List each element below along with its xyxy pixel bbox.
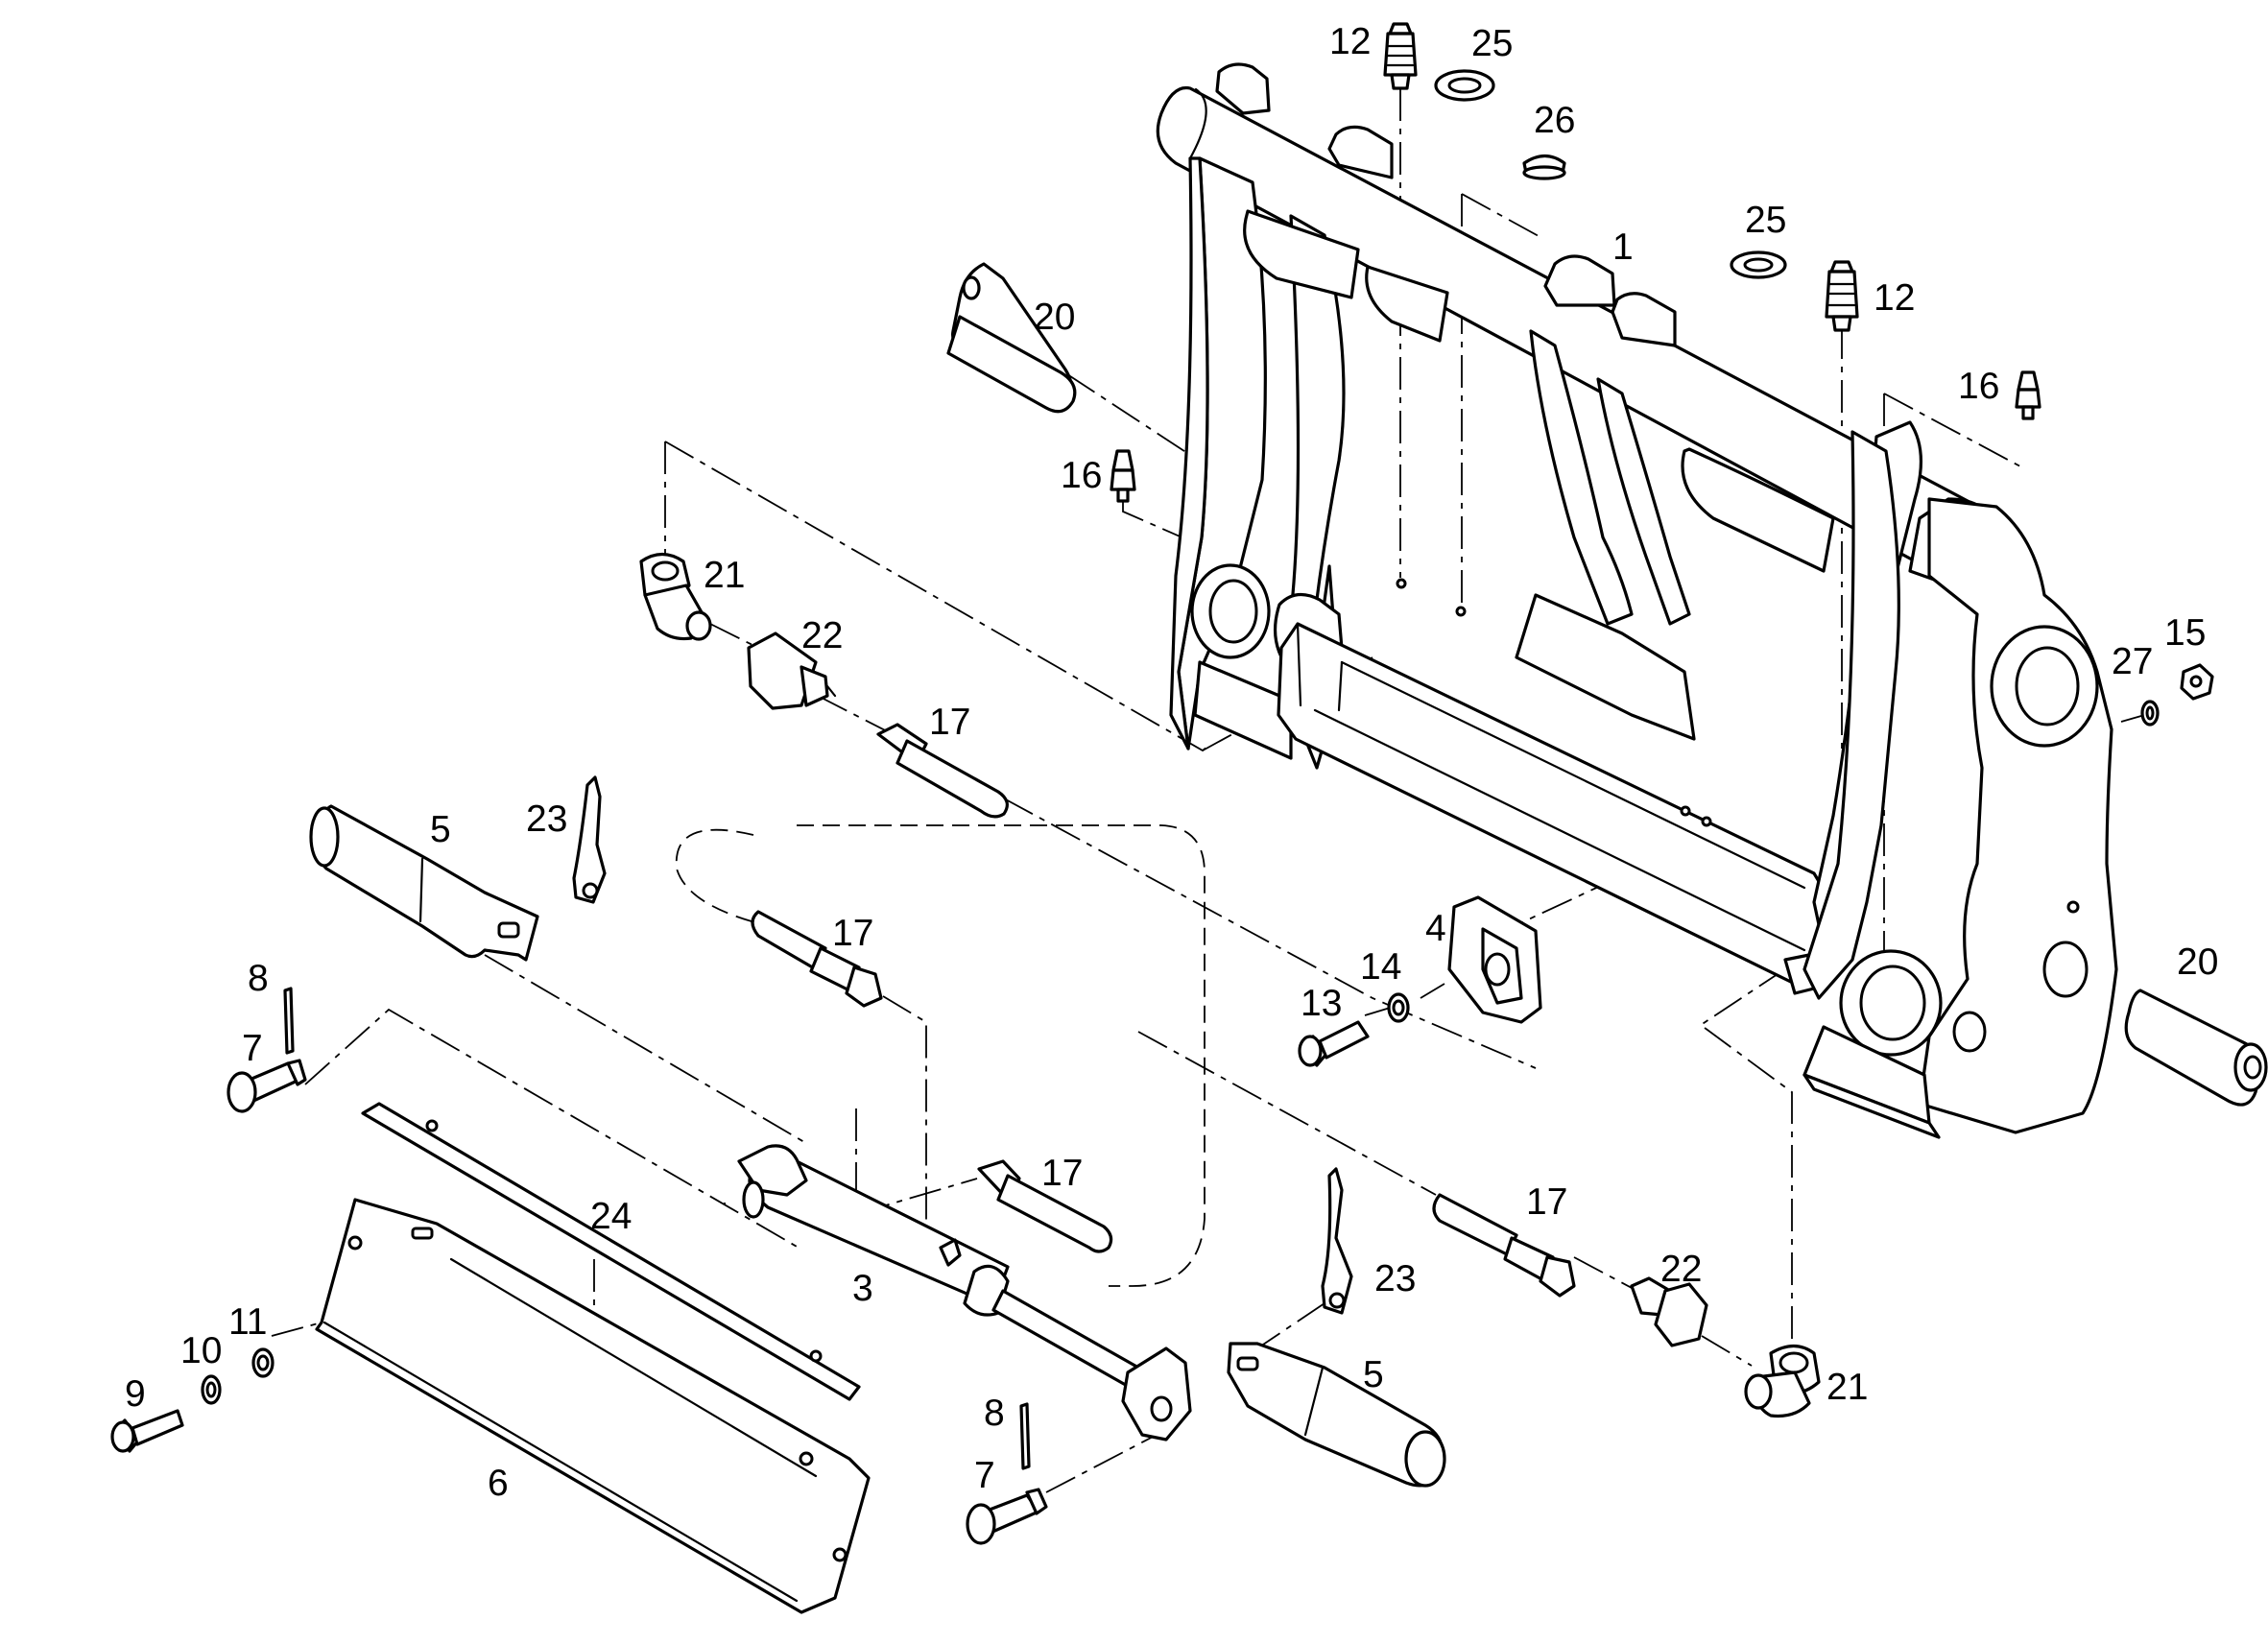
callout-9: 9 <box>125 1373 146 1415</box>
grease-nipple-12-top <box>1383 22 1418 90</box>
grease-nipple-16-left <box>1110 449 1136 503</box>
hose-17-d <box>1432 1193 1576 1298</box>
callout-24: 24 <box>590 1196 632 1237</box>
bolt-9 <box>110 1409 184 1453</box>
frame-assembly <box>1156 62 2118 1139</box>
callout-25-top: 25 <box>1471 23 1513 64</box>
elbow-21-top <box>639 552 712 641</box>
callout-15: 15 <box>2164 612 2206 654</box>
clip-23-bottom <box>1321 1167 1353 1315</box>
callout-14: 14 <box>1360 946 1401 988</box>
callout-1: 1 <box>1612 226 1634 268</box>
callout-13: 13 <box>1301 983 1342 1024</box>
callout-17-b: 17 <box>832 913 873 954</box>
callout-20-right: 20 <box>2177 941 2218 983</box>
hose-17-c <box>977 1159 1113 1253</box>
adapter-22-bottom <box>1630 1276 1708 1347</box>
callout-20-upper: 20 <box>1034 297 1075 338</box>
callout-26: 26 <box>1534 100 1575 141</box>
callout-27: 27 <box>2112 641 2153 682</box>
pin-5-left <box>309 804 539 962</box>
callout-3: 3 <box>852 1268 873 1309</box>
callout-16-right: 16 <box>1958 366 1999 407</box>
washer-25-right <box>1730 250 1787 279</box>
pin-20-right <box>2124 989 2268 1107</box>
grease-nipple-16-right <box>2015 370 2041 420</box>
clevis-pin-7-left <box>227 1059 307 1113</box>
callout-5-right: 5 <box>1363 1354 1384 1395</box>
callout-7-right: 7 <box>974 1455 995 1496</box>
cover-6 <box>315 1198 871 1614</box>
adapter-22-top <box>747 631 837 710</box>
grease-nipple-12-right <box>1825 260 1859 332</box>
callout-22-bottom: 22 <box>1660 1249 1702 1290</box>
callout-16-left: 16 <box>1061 455 1102 496</box>
strip-24 <box>361 1102 861 1401</box>
washer-25-top <box>1434 69 1495 102</box>
hose-17-a <box>876 723 1009 819</box>
elbow-21-bottom <box>1744 1344 1821 1418</box>
callout-23-top: 23 <box>526 798 567 840</box>
callout-12-top: 12 <box>1329 21 1371 62</box>
callout-17-d: 17 <box>1526 1181 1567 1223</box>
callout-17-c: 17 <box>1041 1153 1083 1194</box>
washer-14 <box>1387 992 1410 1023</box>
pin-20-upper <box>946 262 1077 414</box>
callout-23-bottom: 23 <box>1374 1258 1416 1299</box>
washer-11 <box>251 1347 275 1378</box>
bracket-4 <box>1447 895 1542 1024</box>
callout-8-right: 8 <box>984 1393 1005 1434</box>
callout-7-left: 7 <box>242 1028 263 1069</box>
washer-27 <box>2140 700 2160 727</box>
pin-5-right <box>1227 1342 1446 1488</box>
plug-26 <box>1522 154 1566 180</box>
callout-22-top: 22 <box>801 615 843 656</box>
leader-lines <box>271 88 2156 1493</box>
nut-15 <box>2180 663 2214 701</box>
hose-17-b <box>751 910 883 1008</box>
callout-25-right: 25 <box>1745 200 1786 241</box>
callout-6: 6 <box>488 1463 509 1504</box>
washer-10 <box>201 1374 222 1405</box>
callout-10: 10 <box>180 1330 222 1371</box>
callout-12-right: 12 <box>1874 277 1915 319</box>
callout-17-a: 17 <box>929 702 970 743</box>
callout-8-left: 8 <box>248 958 269 999</box>
part-callouts: 12 25 26 1 25 12 16 20 16 21 22 17 15 27… <box>125 21 2218 1504</box>
cotter-pin-8-left <box>283 987 295 1055</box>
hydraulic-cylinder-3 <box>737 1144 1192 1441</box>
cotter-pin-8-right <box>1019 1402 1031 1470</box>
bolt-13 <box>1298 1020 1370 1067</box>
callout-21-bottom: 21 <box>1826 1367 1868 1408</box>
clip-23-top <box>572 775 607 904</box>
callout-5-left: 5 <box>430 809 451 850</box>
clevis-pin-7-right <box>966 1488 1048 1545</box>
callout-11: 11 <box>228 1301 268 1343</box>
callout-4: 4 <box>1425 908 1446 949</box>
callout-21-top: 21 <box>704 555 745 596</box>
